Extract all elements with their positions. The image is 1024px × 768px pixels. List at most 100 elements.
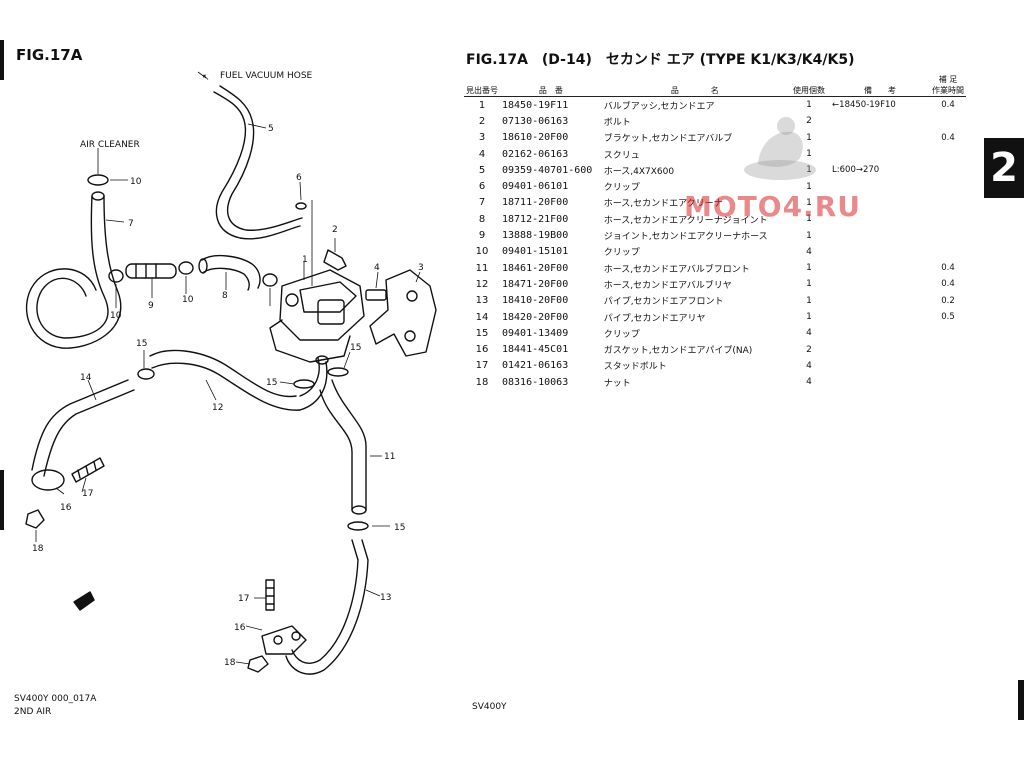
cell-qty: 1 bbox=[806, 263, 812, 274]
figure-title: FIG.17A bbox=[16, 46, 83, 64]
callout-16-left: 16 bbox=[60, 503, 72, 513]
callout-17-left: 17 bbox=[82, 489, 93, 499]
label-air-cleaner: AIR CLEANER bbox=[80, 140, 140, 150]
cell-part-number: 18450-19F11 bbox=[502, 99, 569, 111]
cell-remarks bbox=[830, 146, 930, 162]
cell-work-time bbox=[930, 244, 966, 260]
cell-remarks bbox=[830, 309, 930, 325]
cell-ref-no: 17 bbox=[475, 360, 489, 372]
callout-17-bottom: 17 bbox=[238, 594, 249, 604]
cell-qty: 1 bbox=[806, 230, 812, 241]
header-work-time-bottom: 作業時間 bbox=[931, 86, 964, 95]
cell-ref-no: 7 bbox=[478, 197, 486, 209]
cell-qty: 4 bbox=[806, 246, 812, 257]
cell-qty: 1 bbox=[806, 214, 812, 225]
cell-qty: 1 bbox=[806, 149, 812, 160]
callout-12: 12 bbox=[212, 403, 223, 413]
callout-3: 3 bbox=[418, 263, 424, 273]
cell-part-number: 09359-40701-600 bbox=[502, 164, 593, 176]
callout-10-mid: 10 bbox=[182, 295, 194, 305]
parts-table-header: 見出番号 品 番 品 名 使用個数 備 考 補 足 作業時間 bbox=[464, 74, 966, 97]
cell-work-time bbox=[930, 358, 966, 374]
cell-description: クリップ bbox=[603, 329, 640, 340]
cell-work-time bbox=[930, 211, 966, 227]
cell-work-time bbox=[930, 146, 966, 162]
callout-10-left: 10 bbox=[110, 311, 122, 321]
cell-description: パイプ,セカンドエアフロント bbox=[603, 297, 724, 308]
callout-15-left: 15 bbox=[136, 339, 147, 349]
cell-description: ナット bbox=[603, 378, 631, 389]
footer-model-code: SV400Y 000_017A bbox=[14, 694, 97, 704]
cell-part-number: 08316-10063 bbox=[502, 376, 569, 388]
cell-description: ホース,セカンドエアクリーナ bbox=[603, 199, 723, 210]
cell-part-number: 18610-20F00 bbox=[502, 132, 569, 144]
cell-ref-no: 2 bbox=[478, 115, 486, 127]
cell-ref-no: 4 bbox=[478, 148, 486, 160]
label-fuel-vacuum-hose: FUEL VACUUM HOSE bbox=[220, 71, 313, 81]
cell-work-time: 0.4 bbox=[941, 263, 955, 274]
cell-work-time: 0.4 bbox=[941, 279, 955, 290]
cell-work-time bbox=[930, 325, 966, 341]
header-work-time-top: 補 足 bbox=[938, 75, 958, 84]
cell-work-time bbox=[930, 341, 966, 357]
cell-description: ホース,セカンドエアバルブフロント bbox=[603, 264, 750, 275]
cell-ref-no: 16 bbox=[475, 344, 489, 356]
cell-part-number: 18712-21F00 bbox=[502, 213, 569, 225]
cell-remarks bbox=[830, 374, 930, 390]
cell-part-number: 01421-06163 bbox=[502, 360, 569, 372]
fuel-vacuum-hose-arrow: ↖ bbox=[202, 73, 210, 83]
cell-description: バルブアッシ,セカンドエア bbox=[603, 101, 715, 112]
callout-1: 1 bbox=[302, 255, 308, 265]
scan-edge-mark bbox=[0, 40, 4, 80]
cell-remarks: ←18450-19F10 bbox=[832, 100, 896, 111]
callout-2: 2 bbox=[332, 225, 338, 235]
cell-work-time bbox=[930, 195, 966, 211]
cell-work-time bbox=[930, 178, 966, 194]
header-qty: 使用個数 bbox=[787, 74, 831, 97]
watermark-rider-logo bbox=[744, 117, 816, 180]
cell-qty: 2 bbox=[806, 116, 812, 127]
cell-description: クリップ bbox=[603, 248, 640, 259]
cell-remarks bbox=[830, 244, 930, 260]
cell-remarks bbox=[830, 260, 930, 276]
cell-description: ホース,セカンドエアバルブリヤ bbox=[603, 280, 732, 291]
scan-edge-mark bbox=[1018, 680, 1024, 720]
callout-18-bottom: 18 bbox=[224, 658, 236, 668]
cell-ref-no: 6 bbox=[478, 181, 486, 193]
cell-work-time bbox=[930, 227, 966, 243]
cell-qty: 1 bbox=[806, 312, 812, 322]
cell-remarks: L:600→270 bbox=[832, 165, 880, 176]
cell-ref-no: 8 bbox=[478, 213, 486, 225]
cell-description: パイプ,セカンドエアリヤ bbox=[603, 313, 706, 324]
bracket-3 bbox=[369, 269, 437, 357]
header-ref-no: 見出番号 bbox=[464, 74, 500, 97]
cell-remarks bbox=[830, 293, 930, 309]
cell-ref-no: 12 bbox=[475, 278, 489, 290]
callout-15-right: 15 bbox=[350, 343, 361, 353]
second-air-valve-1 bbox=[279, 269, 365, 341]
cell-remarks bbox=[830, 113, 930, 129]
cell-qty: 1 bbox=[806, 279, 812, 290]
callout-11: 11 bbox=[384, 452, 395, 462]
cell-part-number: 18441-45C01 bbox=[502, 344, 569, 356]
cell-qty: 1 bbox=[806, 132, 812, 143]
cell-remarks bbox=[830, 276, 930, 292]
cell-ref-no: 3 bbox=[478, 132, 486, 144]
cell-part-number: 09401-06101 bbox=[502, 181, 569, 193]
callout-14: 14 bbox=[80, 373, 92, 383]
cell-qty: 2 bbox=[806, 344, 812, 355]
exploded-parts-diagram: ↖ FUEL VACUUM HOSE AIR CLEANER 1 2 3 4 5… bbox=[25, 71, 437, 675]
cell-work-time: 0.5 bbox=[941, 312, 955, 322]
cell-ref-no: 14 bbox=[475, 311, 489, 323]
